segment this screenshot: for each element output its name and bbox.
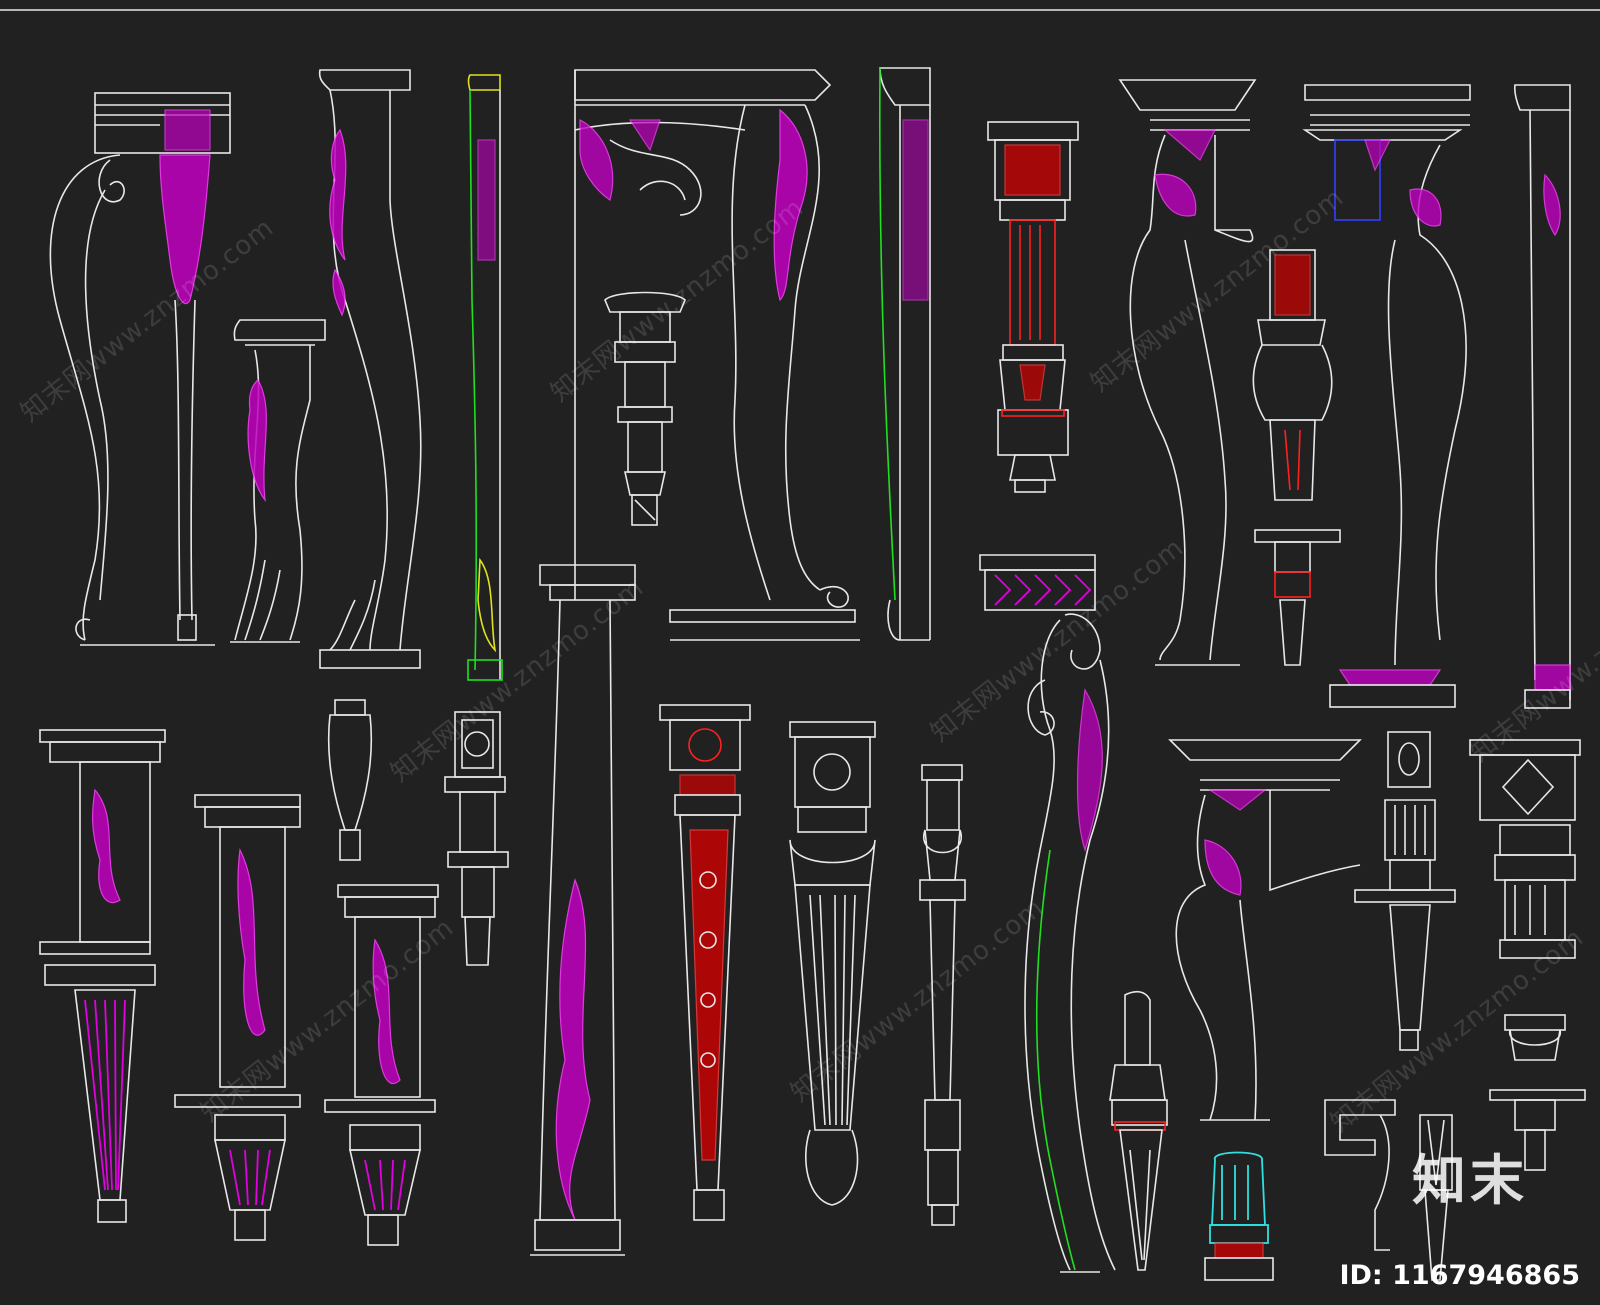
turned-tapered-leg-small (604, 291, 686, 526)
cabriole-leg-scroll (49, 92, 231, 646)
cabriole-leg-blue-panel (1302, 84, 1471, 708)
small-s-leg (230, 319, 326, 643)
s-curve-leg-carved (318, 69, 422, 669)
chevron-ornament-band (979, 554, 1096, 611)
turned-leg-rosette-block (444, 711, 509, 966)
partial-leg-right-edge (1513, 84, 1571, 709)
carved-turned-leg-red-band (1109, 990, 1168, 1271)
straight-leg-green-profile (878, 67, 931, 641)
asset-id-label: ID: 1167946865 (1339, 1260, 1580, 1291)
red-ornamented-tapered-leg (659, 704, 751, 1221)
bracket-leg (1324, 1099, 1396, 1251)
turned-leg-red-panels (1252, 249, 1341, 666)
tall-column-vine-carving (530, 564, 636, 1256)
small-baluster-leg (327, 699, 373, 861)
carved-column-turned-foot (174, 794, 301, 1241)
small-turned-foot (1489, 1014, 1586, 1171)
console-leg-with-apron (574, 69, 860, 641)
carved-column-turned-foot-2 (324, 884, 439, 1246)
tall-s-scroll-leg (1024, 613, 1116, 1273)
cabriole-leg-magenta-knee (1118, 79, 1257, 666)
carved-slim-leg (1419, 1114, 1453, 1281)
column-leg-diamond-panel (1469, 739, 1581, 959)
carved-column-fluted-foot (39, 729, 166, 1223)
fluted-tapered-leg (789, 721, 876, 1206)
turned-leg-oval-block (1354, 731, 1456, 1051)
cabriole-leg-lower (1168, 739, 1362, 1121)
brand-logo: 知末 (1412, 1149, 1528, 1212)
red-fluted-column-leg (987, 121, 1079, 493)
slim-turned-baluster (919, 764, 966, 1226)
cyan-vase-foot (1204, 1151, 1274, 1281)
straight-leg-side-profile (467, 74, 503, 681)
